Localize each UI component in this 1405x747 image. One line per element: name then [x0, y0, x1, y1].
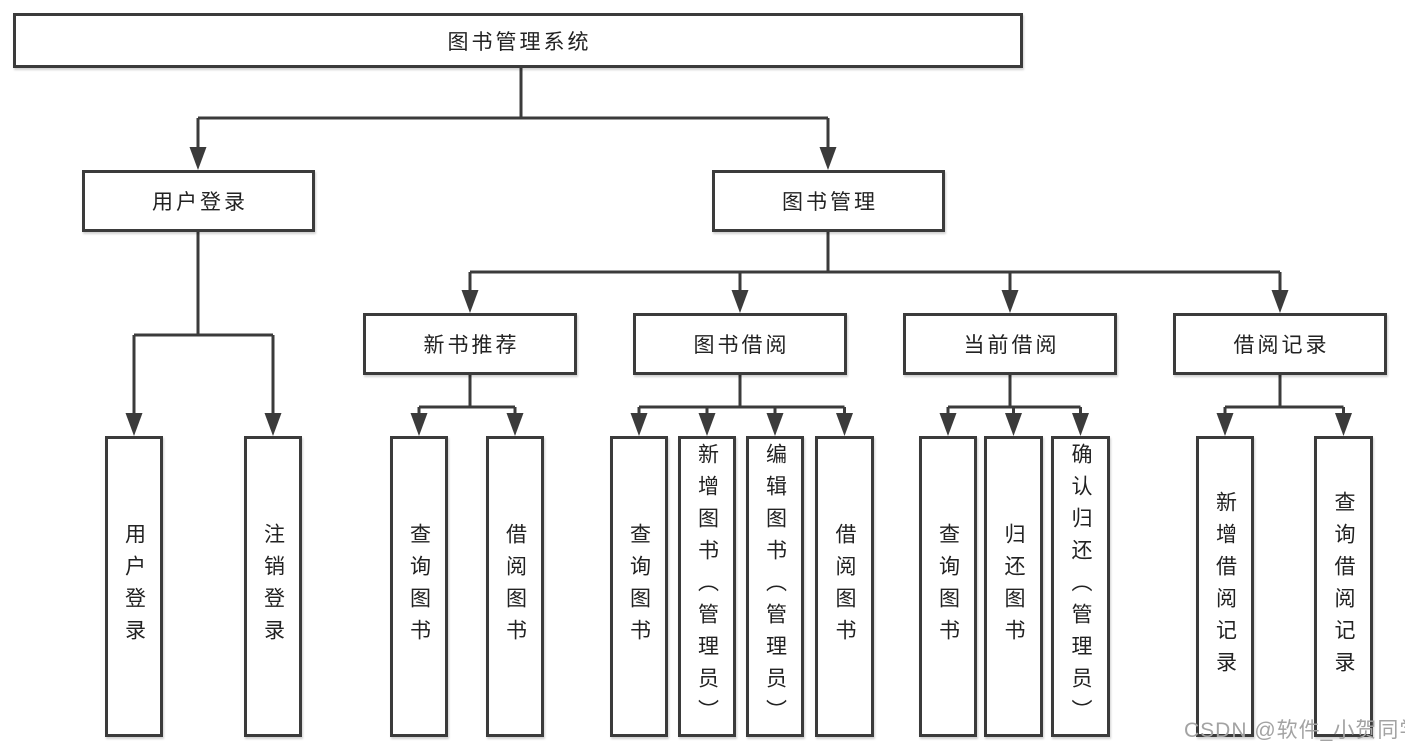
node-borrowing-records: 借阅记录: [1173, 313, 1387, 375]
leaf-query-book-recommend: 查询图书: [390, 436, 448, 737]
node-book-borrowing: 图书借阅: [633, 313, 847, 375]
node-label: 查询借阅记录: [1332, 490, 1355, 683]
node-label: 新增图书（管理员）: [695, 442, 719, 731]
leaf-confirm-return-admin: 确认归还（管理员）: [1051, 436, 1110, 737]
leaf-add-book-admin: 新增图书（管理员）: [678, 436, 736, 737]
node-label: 确认归还（管理员）: [1069, 442, 1092, 731]
leaf-borrow-book-recommend: 借阅图书: [486, 436, 544, 737]
node-book-management: 图书管理: [712, 170, 945, 232]
node-new-book-recommend: 新书推荐: [363, 313, 577, 375]
node-current-borrowing: 当前借阅: [903, 313, 1117, 375]
node-label: 查询图书: [936, 522, 960, 651]
leaf-query-book-borrowing: 查询图书: [610, 436, 668, 737]
node-label: 查询图书: [407, 522, 431, 651]
node-label: 新增借阅记录: [1213, 490, 1237, 683]
leaf-return-book: 归还图书: [984, 436, 1043, 737]
leaf-edit-book-admin: 编辑图书（管理员）: [746, 436, 804, 737]
node-user-login: 用户登录: [82, 170, 315, 232]
node-label: 用户登录: [152, 191, 248, 214]
leaf-logout: 注销登录: [244, 436, 302, 737]
node-label: 图书借阅: [693, 334, 790, 357]
leaf-borrow-book: 借阅图书: [815, 436, 874, 737]
csdn-watermark: CSDN @软件_小贺同学: [1184, 719, 1405, 742]
node-label: 借阅记录: [1233, 334, 1330, 357]
node-label: 查询图书: [627, 522, 651, 651]
node-label: 借阅图书: [833, 522, 856, 651]
node-label: 当前借阅: [963, 334, 1060, 357]
node-library-system: 图书管理系统: [13, 13, 1023, 68]
node-label: 图书管理: [782, 191, 878, 214]
node-label: 图书管理系统: [447, 30, 592, 54]
node-label: 用户登录: [122, 522, 146, 651]
node-label: 归还图书: [1002, 522, 1025, 651]
leaf-add-borrow-record: 新增借阅记录: [1196, 436, 1254, 737]
node-label: 注销登录: [261, 522, 285, 651]
node-label: 新书推荐: [423, 334, 520, 357]
node-label: 借阅图书: [503, 522, 527, 651]
node-label: 编辑图书（管理员）: [763, 442, 787, 731]
leaf-query-book-current: 查询图书: [919, 436, 977, 737]
leaf-user-login: 用户登录: [105, 436, 163, 737]
leaf-query-borrow-record: 查询借阅记录: [1314, 436, 1373, 737]
